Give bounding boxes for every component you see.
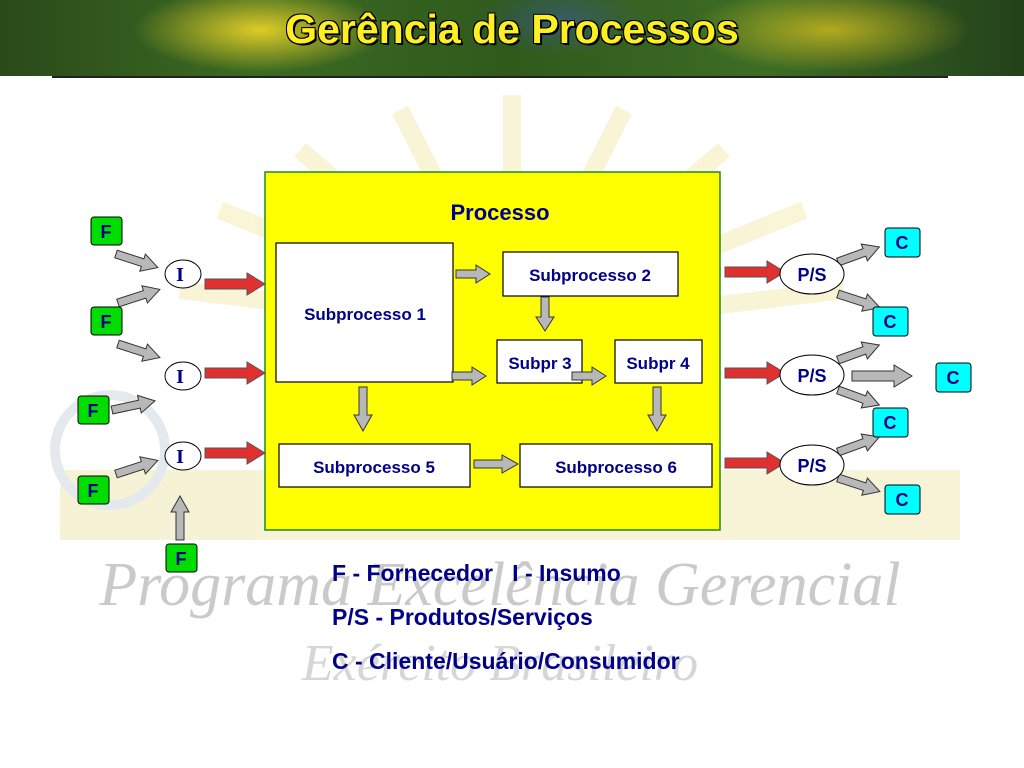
process-title: Processo [450, 200, 549, 225]
output-label-1: P/S [797, 265, 826, 285]
supplier-arrow-5 [112, 451, 162, 484]
output-node-2: P/S [779, 354, 845, 396]
supplier-arrow-3 [114, 334, 164, 367]
client-arrow-4 [851, 364, 913, 388]
title-underline [52, 76, 948, 78]
supplier-box-3: F [77, 395, 110, 425]
input-label-2: I [176, 366, 184, 388]
client-label-1: C [896, 233, 909, 253]
supplier-arrow-1 [112, 244, 162, 277]
output-arrow-2 [724, 361, 786, 385]
client-box-3: C [935, 362, 972, 393]
client-arrow-1 [834, 237, 883, 271]
client-box-5: C [884, 484, 921, 515]
subprocess-6-label: Subprocesso 6 [555, 458, 677, 477]
client-box-2: C [872, 306, 909, 337]
supplier-label-1: F [101, 222, 112, 242]
output-arrow-3 [724, 451, 786, 475]
subprocess-2: Subprocesso 2 [502, 251, 679, 297]
subprocess-1: Subprocesso 1 [275, 242, 454, 383]
input-label-1: I [176, 264, 184, 286]
client-label-3: C [947, 368, 960, 388]
output-label-2: P/S [797, 366, 826, 386]
client-label-5: C [896, 490, 909, 510]
output-label-3: P/S [797, 456, 826, 476]
supplier-label-5: F [176, 549, 187, 569]
client-box-4: C [872, 407, 909, 438]
watermark-line-2: Exército Brasileiro [301, 635, 698, 692]
input-arrow-3 [204, 441, 266, 465]
input-node-3: I [164, 441, 202, 471]
legend: F - Fornecedor I - Insumo P/S - Produtos… [332, 558, 680, 690]
supplier-box-2: F [90, 306, 123, 336]
output-arrow-1 [724, 260, 786, 284]
client-box-1: C [884, 227, 921, 258]
input-arrow-2 [204, 361, 266, 385]
subprocess-1-label: Subprocesso 1 [304, 305, 426, 324]
supplier-arrow-6 [170, 495, 190, 541]
supplier-box-1: F [90, 216, 123, 246]
client-arrow-7 [834, 468, 884, 501]
supplier-box-4: F [77, 475, 110, 505]
legend-line-2: P/S - Produtos/Serviços [332, 604, 593, 630]
supplier-box-5: F [165, 543, 198, 573]
input-arrow-1 [204, 272, 266, 296]
supplier-arrow-4 [109, 391, 158, 420]
supplier-label-4: F [88, 481, 99, 501]
subprocess-5-label: Subprocesso 5 [313, 458, 435, 477]
client-label-4: C [884, 413, 897, 433]
client-label-2: C [884, 312, 897, 332]
input-label-3: I [176, 446, 184, 468]
slide-title: Gerência de Processos [285, 6, 739, 52]
subprocess-4: Subpr 4 [614, 339, 703, 384]
supplier-arrow-2 [114, 280, 164, 313]
supplier-label-3: F [88, 401, 99, 421]
subprocess-6: Subprocesso 6 [519, 443, 713, 488]
supplier-label-2: F [101, 312, 112, 332]
watermark-line-1: Programa Excelência Gerencial [98, 551, 900, 619]
output-node-1: P/S [779, 253, 845, 295]
legend-line-1: F - Fornecedor I - Insumo [332, 560, 621, 586]
output-node-3: P/S [779, 444, 845, 486]
subprocess-3-label: Subpr 3 [508, 354, 571, 373]
subprocess-2-label: Subprocesso 2 [529, 266, 651, 285]
client-arrow-3 [834, 335, 883, 369]
subprocess-5: Subprocesso 5 [278, 443, 471, 488]
subprocess-3: Subpr 3 [496, 339, 583, 384]
input-node-2: I [164, 361, 202, 391]
input-node-1: I [164, 259, 202, 289]
legend-line-3: C - Cliente/Usuário/Consumidor [332, 648, 680, 674]
title-banner [0, 0, 1024, 76]
subprocess-4-label: Subpr 4 [626, 354, 690, 373]
